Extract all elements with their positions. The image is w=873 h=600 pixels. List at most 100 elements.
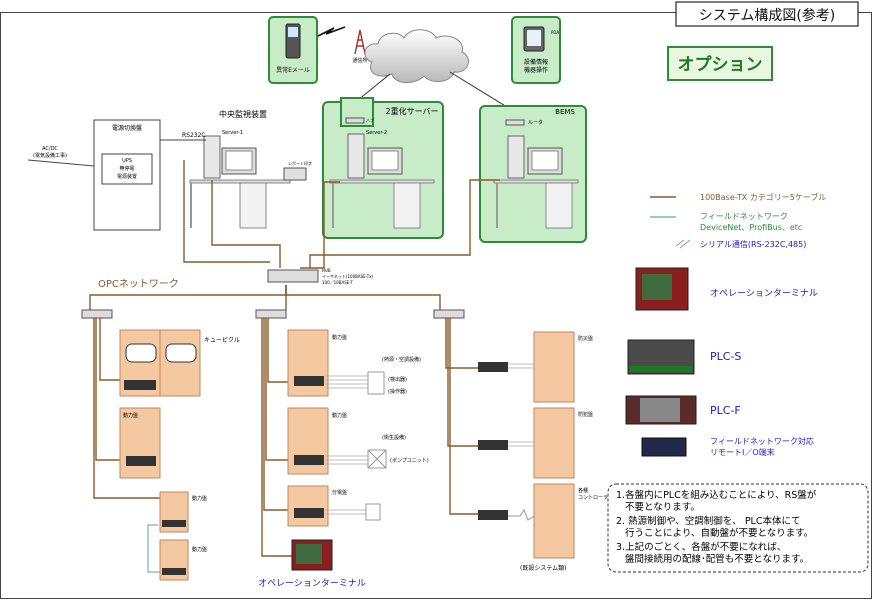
server2-label: Server-2 bbox=[366, 130, 387, 136]
legend-field-label-2: DeviceNet、ProfiBus、etc bbox=[700, 223, 802, 232]
ethernet-cables bbox=[89, 160, 500, 557]
pump-cross-icon bbox=[367, 449, 387, 469]
redundant-workstation bbox=[329, 133, 435, 229]
power1-label: 動力盤 bbox=[123, 412, 138, 419]
note-line-2: 不要となります。 bbox=[616, 502, 700, 513]
printer-icon bbox=[283, 167, 307, 181]
hub-right bbox=[433, 309, 465, 319]
pump-label: (ポンプユニット) bbox=[390, 457, 429, 464]
sensor-label: (検出器) bbox=[388, 376, 407, 383]
security-panel bbox=[533, 407, 575, 479]
power-panel-1 bbox=[119, 407, 161, 479]
sensor-box bbox=[367, 371, 385, 395]
power-panel-2 bbox=[287, 329, 329, 397]
sensor-wires bbox=[326, 375, 368, 389]
acdc-label-2: (電気設備工事) bbox=[33, 152, 67, 159]
distribution-panel bbox=[287, 485, 329, 527]
actuator-label: (操作器) bbox=[388, 388, 407, 395]
frame bbox=[0, 12, 872, 599]
bems-workstation bbox=[493, 135, 579, 229]
note-line-1: 1.各盤内にPLCを組み込むことにより、RS盤が bbox=[616, 489, 817, 501]
pda-label-2: 機器操作 bbox=[524, 66, 548, 74]
switch-label-3: 100／10BASE-T bbox=[322, 280, 353, 285]
ups-panel-label: 電源切換盤 bbox=[112, 124, 142, 132]
central-monitor-label: 中央監視装置 bbox=[219, 109, 267, 119]
misc-controller-panel bbox=[533, 483, 575, 559]
server1-label: Server-1 bbox=[222, 130, 243, 136]
rs232c-label: RS232C bbox=[182, 132, 206, 139]
opc-network-label: OPCネットワーク bbox=[98, 278, 179, 290]
operation-terminal-bottom-icon bbox=[291, 539, 333, 571]
serial-line-right bbox=[508, 508, 535, 521]
notes-box bbox=[607, 483, 869, 573]
ethernet-switch bbox=[267, 269, 319, 283]
mobile-label: 異常Eメール bbox=[276, 66, 310, 74]
ups-box bbox=[101, 153, 153, 185]
bems-label: BEMS bbox=[555, 108, 575, 116]
remote-io-label-2: リモートI／O端末 bbox=[710, 447, 775, 457]
option-label: オプション bbox=[678, 54, 763, 75]
legend-serial-icon bbox=[675, 239, 691, 249]
cubicle-label: キュービクル bbox=[204, 336, 240, 344]
hub-center bbox=[255, 309, 287, 319]
option-op-terminal-label: オペレーションターミナル bbox=[710, 288, 818, 299]
redundant-server-label: 2重化サーバー bbox=[385, 106, 438, 116]
ups-label-1: UPS bbox=[122, 158, 132, 164]
security-wires bbox=[508, 441, 534, 447]
note-line-5: 3.上記のごとく、各盤が不要になれば、 bbox=[616, 541, 786, 553]
power-panel-3 bbox=[287, 407, 329, 475]
remote-io-label-1: フィールドネットワーク対応 bbox=[710, 436, 814, 446]
plc-right-2 bbox=[478, 440, 508, 450]
pump-wires bbox=[326, 455, 368, 465]
note-line-4: 行うことにより、自動盤が不要となります。 bbox=[616, 527, 813, 539]
switch-label-1: HUB bbox=[322, 268, 331, 273]
note-line-6: 盤間接続用の配線･配管も不要となります。 bbox=[616, 553, 809, 565]
power-panel-4 bbox=[159, 491, 189, 533]
option-box bbox=[667, 46, 773, 81]
switch-label-2: イーサネット(100BASE-Tx) bbox=[322, 273, 374, 279]
central-workstation bbox=[189, 135, 291, 229]
page-title: システム構成図(参考) bbox=[699, 7, 836, 24]
ups-label-3: 電源装置 bbox=[117, 173, 137, 180]
legend-serial-label: シリアル通信(RS-232C,485) bbox=[700, 239, 806, 249]
misc-label-1: 各種 bbox=[578, 487, 588, 494]
sanitary-label: (衛生設備) bbox=[382, 434, 406, 441]
cubicle-panel bbox=[119, 329, 201, 397]
misc-label-2: コントローラ類 bbox=[578, 494, 613, 501]
ups-label-2: 無停電 bbox=[119, 165, 134, 172]
heat-label: (熱源・空調設備) bbox=[382, 356, 421, 363]
acdc-label-1: AC/DC bbox=[42, 146, 58, 152]
plc-right-1 bbox=[478, 362, 508, 372]
pda-screen bbox=[527, 30, 541, 46]
title-box bbox=[675, 1, 859, 27]
hub-icon bbox=[345, 117, 365, 124]
hub-left bbox=[81, 309, 113, 319]
hub-label: ハブ bbox=[366, 117, 374, 123]
internet-cloud bbox=[364, 29, 469, 83]
op-terminal-bottom-label: オペレーションターミナル bbox=[258, 578, 366, 589]
power4-label: 動力盤 bbox=[192, 495, 207, 502]
cloud-to-server2-line bbox=[357, 73, 391, 101]
security-label: 防犯盤 bbox=[578, 411, 593, 418]
lightning-icon bbox=[317, 26, 346, 37]
phone-screen bbox=[288, 27, 298, 37]
power2-label: 動力盤 bbox=[332, 334, 347, 341]
router-label: ルータ bbox=[528, 119, 543, 126]
plc-right-3 bbox=[478, 510, 508, 520]
router-icon bbox=[505, 119, 525, 126]
printer-label: レポート印字 bbox=[288, 160, 312, 166]
dist-box bbox=[365, 503, 381, 521]
antenna-icon bbox=[354, 29, 366, 55]
power3-label: 動力盤 bbox=[332, 412, 347, 419]
disaster-wires bbox=[508, 363, 534, 369]
power-panel-5 bbox=[159, 539, 189, 581]
field-network-left bbox=[147, 524, 160, 573]
operation-terminal-option-icon bbox=[635, 267, 689, 311]
antenna-label: 通信所 bbox=[352, 57, 367, 64]
legend-ethernet-label: 100Base-TX カテゴリー5ケーブル bbox=[700, 192, 826, 202]
disaster-label: 防災盤 bbox=[578, 335, 593, 342]
pda-screen-label: PDA bbox=[551, 30, 559, 35]
pda-label-1: 設備情報 bbox=[524, 58, 548, 66]
existing-label: (既設システム類) bbox=[520, 564, 567, 572]
